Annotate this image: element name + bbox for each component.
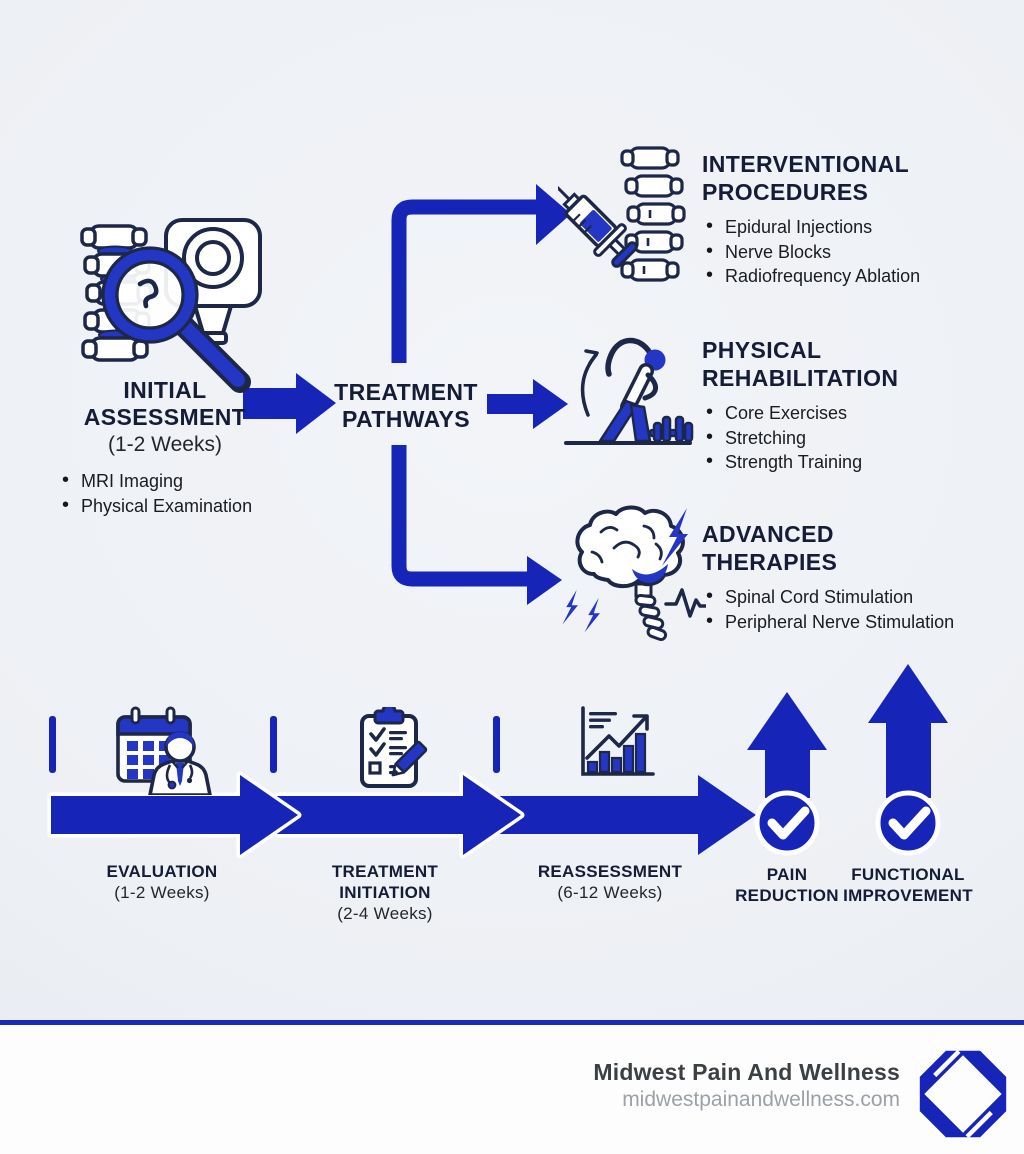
list-item: Spinal Cord Stimulation [702,584,1022,610]
list-item: Strength Training [702,449,1014,475]
checkmark-icon [767,806,810,840]
lightning-bolt-icon [562,589,578,625]
pathway-interventional: INTERVENTIONAL PROCEDURES Epidural Injec… [702,150,1014,289]
brand-logo [919,1049,1007,1139]
lightning-bolt-icon [584,597,600,633]
footer-brand-block: Midwest Pain And Wellness midwestpainand… [380,1058,900,1113]
brain-stimulation-icon [562,505,706,642]
initial-assessment-title: INITIAL [123,377,207,403]
dumbbell-icon [648,415,694,443]
list-item: Physical Examination [58,493,328,519]
pencil-icon [391,740,428,777]
initial-assessment-title: ASSESSMENT [83,404,247,430]
syringe-icon [558,177,638,268]
timeline-arrow-3 [500,775,756,855]
brand-name: Midwest Pain And Wellness [593,1059,900,1085]
brand-website: midwestpainandwellness.com [622,1088,900,1111]
syringe-spine-icon [558,146,686,282]
timeline-arrow-1 [47,771,302,859]
calendar-doctor-icon [116,706,212,795]
timeline-stage-evaluation: EVALUATION (1-2 Weeks) [106,862,218,902]
treatment-pathways-label: TREATMENT PATHWAYS [334,379,478,432]
timeline-stage-treatment-initiation: TREATMENT INITIATION (2-4 Weeks) [331,862,439,923]
timeline-arrow-2 [273,771,525,859]
timeline-tick [270,716,277,773]
up-arrow-pain-reduction [747,692,827,856]
spine-mri-magnifier-icon [80,218,262,393]
timeline-tick [493,716,500,773]
magnifier-icon [101,246,251,393]
list-item: Core Exercises [702,400,1014,426]
pulse-wave-icon [664,588,706,618]
list-item: MRI Imaging [58,468,328,494]
outcome-functional-improvement: FUNCTIONAL IMPROVEMENT [843,865,973,905]
initial-assessment-block: INITIAL ASSESSMENT (1-2 Weeks) [30,377,300,458]
list-item: Peripheral Nerve Stimulation [702,609,1022,635]
pathway-advanced: ADVANCED THERAPIES Spinal Cord Stimulati… [702,520,1022,634]
checkmark-icon [888,806,931,840]
exercise-stretch-icon [564,337,694,445]
list-item: Epidural Injections [702,214,1014,240]
initial-assessment-list: MRI Imaging Physical Examination [58,468,328,519]
check-circle-icon [754,790,820,856]
pathway-rehabilitation: PHYSICAL REHABILITATION Core Exercises S… [702,336,1014,475]
arrow-to-hub [243,373,336,434]
footer-divider [0,1020,1024,1025]
list-item: Nerve Blocks [702,239,1014,265]
up-arrow-functional-improvement [868,664,948,856]
checklist-pencil-icon [360,707,428,788]
lightning-bolt-icon [662,508,688,566]
timeline-stage-reassessment: REASSESSMENT (6-12 Weeks) [537,862,683,902]
outcome-pain-reduction: PAIN REDUCTION [735,865,839,905]
footer-background [0,1025,1024,1154]
initial-assessment-duration: (1-2 Weeks) [108,433,222,456]
timeline-tick [49,716,56,773]
list-item: Radiofrequency Ablation [702,263,1014,289]
growth-chart-icon [581,706,655,776]
check-circle-icon [875,790,941,856]
list-item: Stretching [702,425,1014,451]
